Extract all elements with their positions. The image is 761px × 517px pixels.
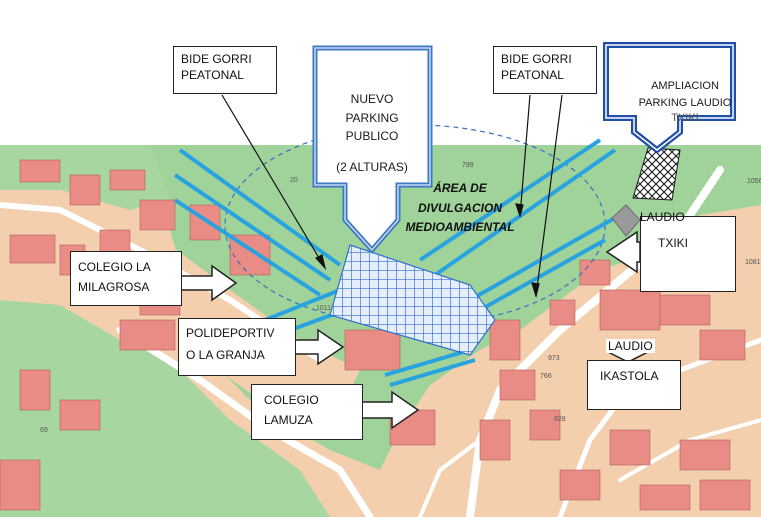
- colegio-lamuza-line-2: LAMUZA: [264, 413, 313, 427]
- colegio-lamuza-label: COLEGIO LAMUZA: [251, 384, 363, 440]
- bide-gorri-right-line-1: BIDE GORRI: [501, 52, 572, 66]
- area-line-1: ÁREA DE: [432, 180, 488, 195]
- parcel-number: 799: [462, 162, 474, 169]
- area-line-2: DIVULGACION: [418, 201, 502, 215]
- nuevo-parking-line-1: NUEVO: [351, 92, 394, 106]
- parking-zone-new: [329, 244, 496, 356]
- laudio-txiki-line-2: TXIKI: [658, 236, 689, 250]
- parcel-number: 1056: [747, 178, 761, 185]
- laudio-txiki-label: LAUDIO TXIKI: [640, 210, 736, 292]
- bide-gorri-left-line-1: BIDE GORRI: [181, 52, 252, 66]
- bide-gorri-right-label: BIDE GORRI PEATONAL: [493, 46, 597, 94]
- colegio-lamuza-line-1: COLEGIO: [264, 393, 319, 407]
- bide-gorri-left-label: BIDE GORRI PEATONAL: [173, 46, 277, 94]
- pedestrian-paths: [173, 138, 621, 387]
- colegio-milagrosa-line-2: MILAGROSA: [78, 280, 150, 294]
- ampliacion-line-1: AMPLIACION: [651, 80, 719, 92]
- ampliacion-line-3: TXIKI: [671, 112, 699, 124]
- parcel-number: 766: [540, 373, 552, 380]
- bide-gorri-left-line-2: PEATONAL: [181, 68, 244, 82]
- colegio-milagrosa-label: COLEGIO LA MILAGROSA: [70, 251, 182, 306]
- laudio-ikastola-label: IKASTOLA: [587, 360, 681, 410]
- parcel-number: 1081: [745, 259, 761, 266]
- nuevo-parking-line-2: PARKING: [345, 111, 398, 125]
- parking-zone-extension: [632, 147, 681, 201]
- nuevo-parking-callout: NUEVO PARKING PUBLICO (2 ALTURAS): [312, 45, 433, 254]
- laudio-ikastola-line-1: LAUDIO: [606, 339, 655, 353]
- polideportivo-label: POLIDEPORTIV O LA GRANJA: [178, 318, 296, 376]
- area-divulgacion-label: ÁREA DE DIVULGACION MEDIOAMBIENTAL: [405, 180, 514, 234]
- parcel-number: 928: [554, 416, 566, 423]
- ampliacion-line-2: PARKING LAUDIO: [639, 97, 732, 109]
- colegio-milagrosa-line-1: COLEGIO LA: [78, 260, 151, 274]
- polideportivo-line-2: O LA GRANJA: [186, 348, 265, 362]
- laudio-txiki-line-1: LAUDIO: [640, 210, 685, 224]
- parcel-number: 20: [290, 177, 298, 184]
- parcel-number: 1011: [316, 305, 331, 312]
- area-line-3: MEDIOAMBIENTAL: [405, 220, 514, 234]
- laudio-ikastola-line-2: IKASTOLA: [600, 369, 659, 383]
- bide-gorri-right-line-2: PEATONAL: [501, 68, 564, 82]
- nuevo-parking-line-4: (2 ALTURAS): [336, 160, 408, 174]
- polideportivo-line-1: POLIDEPORTIV: [186, 326, 275, 340]
- bide-gorri-pointers: [221, 94, 563, 299]
- green-area-west: [0, 300, 330, 517]
- parcel-number: 973: [548, 355, 560, 362]
- nuevo-parking-line-3: PUBLICO: [346, 129, 399, 143]
- ampliacion-parking-callout: AMPLIACION PARKING LAUDIO TXIKI: [603, 42, 736, 154]
- parcel-number: 69: [40, 427, 48, 434]
